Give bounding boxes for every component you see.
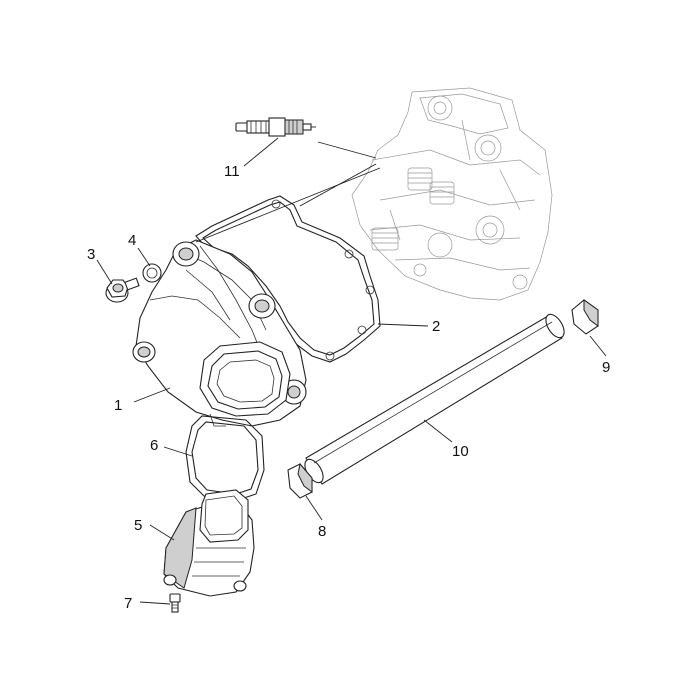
cover-screw	[169, 593, 181, 613]
leader-3	[96, 259, 113, 285]
leader-5	[149, 524, 175, 541]
callout-8: 8	[318, 523, 326, 540]
hose-clamp-lower	[287, 462, 313, 499]
callout-7: 7	[124, 595, 132, 612]
callout-3: 3	[87, 246, 95, 263]
head-cover	[132, 239, 307, 427]
breather-hose	[304, 313, 565, 485]
callout-6: 6	[150, 437, 158, 454]
valve-spring-3	[371, 227, 399, 251]
leader-11	[243, 137, 279, 167]
leader-10	[423, 419, 453, 443]
cover-bolt	[105, 277, 140, 303]
cylinder-head	[351, 87, 553, 301]
valve-spring-1	[407, 167, 433, 191]
leader-8	[305, 495, 323, 521]
sealing-washer	[142, 263, 162, 283]
callout-4: 4	[128, 232, 136, 249]
leader-4	[137, 247, 151, 267]
inspection-cover-gasket	[185, 415, 265, 501]
callout-10: 10	[452, 443, 469, 460]
callout-1: 1	[114, 397, 122, 414]
leader-lines	[96, 137, 607, 605]
leader-1	[133, 387, 171, 403]
inspection-cover	[163, 489, 255, 597]
callout-9: 9	[602, 359, 610, 376]
callout-11: 11	[224, 163, 240, 180]
callout-2: 2	[432, 318, 440, 335]
valve-spring-2	[429, 181, 455, 205]
callout-5: 5	[134, 517, 142, 534]
leader-9	[589, 335, 607, 357]
leader-7	[139, 601, 171, 605]
callouts: 1 2 3 4 5 6 7 8 9 10 11	[87, 163, 610, 612]
leader-2	[377, 323, 429, 327]
hose-clamp-upper	[571, 299, 599, 335]
spark-plug	[235, 117, 316, 137]
leader-6	[163, 446, 193, 457]
